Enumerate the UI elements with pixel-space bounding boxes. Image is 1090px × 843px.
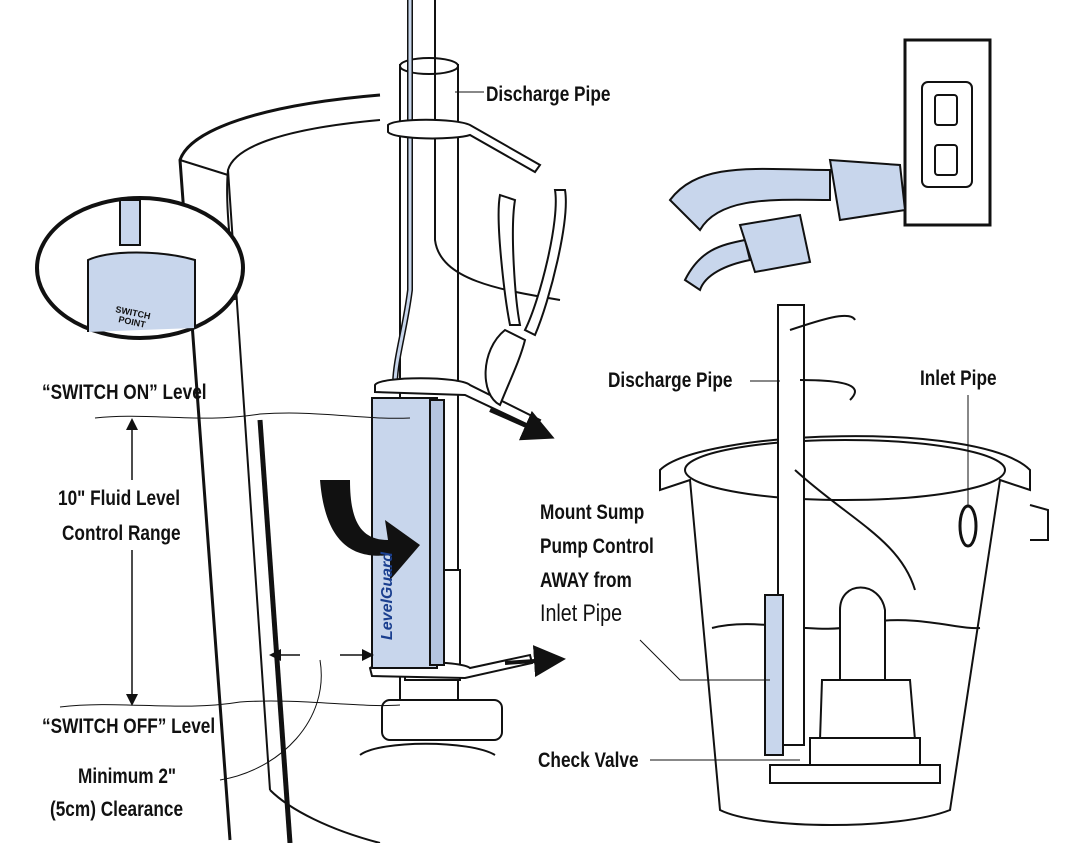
check-valve-label: Check Valve <box>538 749 639 772</box>
switch-off-label: “SWITCH OFF” Level <box>42 715 216 738</box>
zip-tie-top <box>387 118 542 174</box>
range-label-line1: 10" Fluid Level <box>58 487 181 510</box>
range-label-line2: Control Range <box>62 522 181 545</box>
mount-leader <box>639 639 770 681</box>
cutting-pliers-icon <box>484 189 567 407</box>
clearance-line2: (5cm) Clearance <box>50 798 184 821</box>
mount-instruction-line2: Pump Control <box>540 535 654 558</box>
clearance-line1: Minimum 2" <box>78 765 177 788</box>
mount-instruction-line3: AWAY from <box>540 569 632 592</box>
extension-cord-plug <box>668 158 907 292</box>
wall-outlet <box>903 38 992 227</box>
discharge-pipe-label-right: Discharge Pipe <box>608 369 733 392</box>
pull-arrow <box>489 408 555 441</box>
mount-instruction-line1: Mount Sump <box>540 501 645 524</box>
switch-on-line <box>94 412 411 419</box>
switch-off-line <box>59 700 401 708</box>
inlet-pipe-label: Inlet Pipe <box>920 367 997 390</box>
rotate-arrow <box>320 480 420 580</box>
level-control-device <box>371 397 445 669</box>
switch-on-label: “SWITCH ON” Level <box>42 381 207 404</box>
switch-point-inset <box>35 196 245 340</box>
pull-arrow <box>504 645 566 678</box>
discharge-pipe-label: Discharge Pipe <box>486 83 611 106</box>
sump-basin <box>659 304 1049 826</box>
sump-pit-wall <box>178 93 381 843</box>
clearance-leader <box>219 659 322 781</box>
mount-instruction-line4: Inlet Pipe <box>540 600 623 627</box>
device-logo: LevelGuard <box>379 551 396 640</box>
